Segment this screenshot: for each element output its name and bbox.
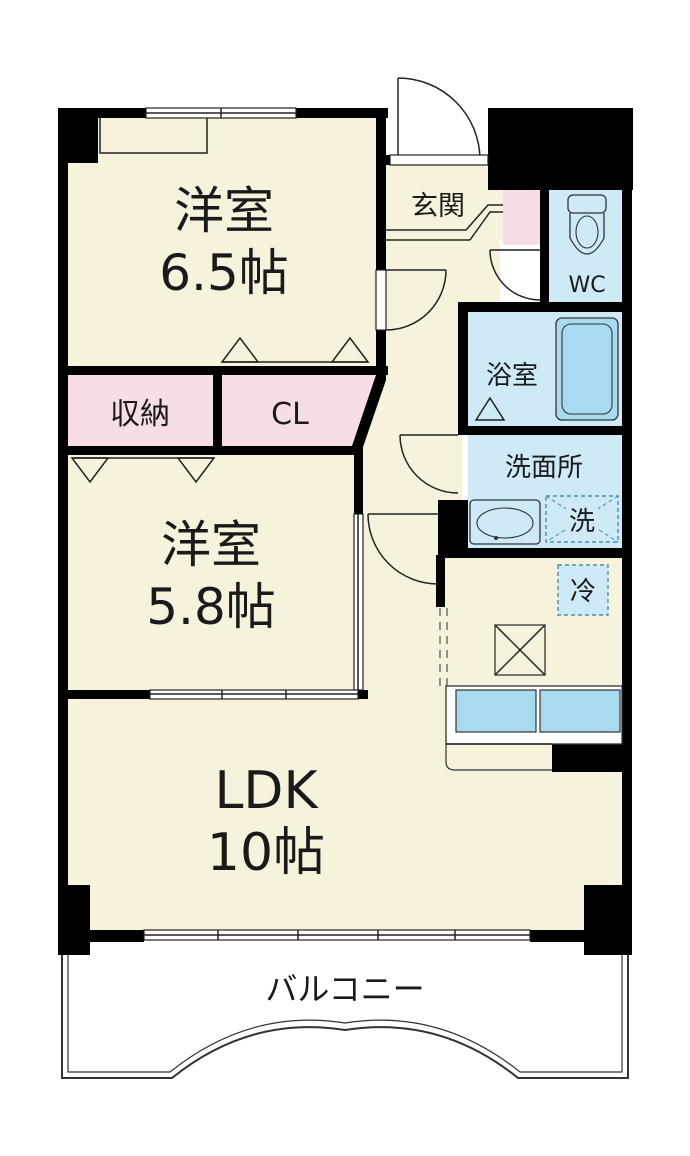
wall: [488, 108, 633, 190]
western-room-2-name: 洋室: [161, 516, 261, 574]
balcony: [61, 955, 629, 1079]
window-bottom: [143, 929, 531, 941]
wall: [376, 108, 386, 270]
wall: [213, 370, 222, 455]
ldk-name: LDK: [214, 761, 319, 821]
doors: [367, 77, 541, 690]
western-room-2-size: 5.8帖: [146, 578, 276, 636]
wall: [376, 330, 386, 380]
western-room-1-size: 6.5帖: [159, 244, 289, 302]
window-top: [145, 107, 297, 119]
windows: [143, 107, 531, 941]
shoe-cabinet: [503, 190, 540, 245]
ldk-floor: [62, 695, 625, 935]
wall: [58, 690, 150, 699]
balcony-outline: [61, 955, 629, 1079]
toilet-door: [489, 249, 541, 301]
wall: [458, 305, 468, 435]
western-room-1-name: 洋室: [174, 182, 274, 240]
kitchen-counter: [445, 685, 623, 771]
bathtub-icon: [474, 317, 619, 421]
wall: [376, 155, 390, 165]
ldk-size: 10帖: [207, 823, 325, 883]
labels: 洋室 6.5帖 洋室 5.8帖 LDK 10帖 収納 CL 玄関 WC 浴室 洗…: [110, 182, 606, 1008]
entrance-door: [389, 77, 489, 166]
column: [58, 108, 98, 163]
closet-floor: [217, 370, 380, 450]
washroom-floor: [468, 430, 625, 550]
fridge-space: [557, 564, 609, 616]
wall: [440, 548, 632, 558]
washroom-door: [399, 434, 459, 494]
washroom-label: 洗面所: [505, 453, 583, 483]
closet-label: CL: [271, 397, 309, 432]
sliding-door-ldk: [149, 689, 359, 700]
closet-details: [70, 118, 503, 484]
column: [58, 885, 90, 955]
bath-label: 浴室: [486, 361, 538, 391]
wall: [622, 108, 632, 953]
western-room-2-floor: [62, 450, 362, 695]
western1-side-door: [375, 269, 387, 331]
washer-space: [545, 495, 619, 543]
storage-label: 収納: [110, 397, 170, 432]
wall: [354, 446, 363, 514]
wall: [296, 108, 388, 118]
walls: [58, 108, 633, 955]
wall: [438, 500, 460, 558]
wall: [458, 426, 632, 435]
wall: [552, 742, 632, 772]
wall: [436, 555, 445, 607]
wall: [58, 446, 363, 455]
western2-door: [367, 513, 439, 585]
wall: [458, 500, 468, 555]
storage-floor: [62, 370, 217, 450]
hallway-floor: [362, 240, 500, 695]
washbasin-icon: [469, 499, 541, 545]
sliding-door-western2: [353, 513, 364, 691]
washer-label: 洗: [569, 507, 595, 537]
fridge-label: 冷: [570, 577, 596, 607]
wall: [358, 690, 368, 699]
toilet-icon: [567, 194, 607, 255]
western1-door: [385, 269, 447, 331]
western-room-1-floor: [62, 112, 382, 370]
column: [584, 885, 632, 955]
wall: [352, 375, 386, 450]
wall: [58, 366, 388, 375]
wall: [540, 185, 549, 310]
entrance-label: 玄関: [411, 191, 465, 222]
fixtures: [445, 194, 623, 771]
wall: [58, 108, 68, 953]
wall: [58, 108, 146, 118]
balcony-inner-outline: [67, 955, 623, 1073]
range-hood-icon: [494, 624, 546, 676]
balcony-label: バルコニー: [265, 970, 424, 1008]
toilet-label: WC: [568, 273, 605, 298]
